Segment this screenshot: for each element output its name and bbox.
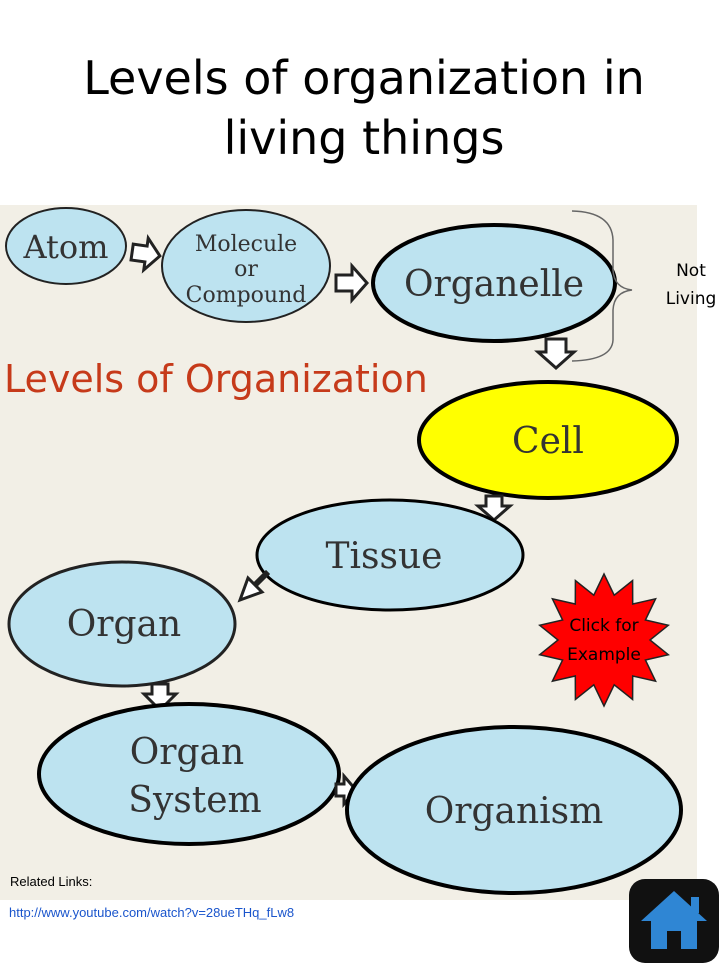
organelle-label: Organelle [404,264,584,305]
atom-node: Atom [5,207,127,285]
tissue-label: Tissue [326,536,443,577]
organism-node: Organism [345,725,683,895]
arrow-cell-to-tissue [474,494,514,522]
molecule-label-line-1: Molecule [195,232,297,257]
home-icon[interactable] [641,891,707,949]
not-living-label-line-1: Not [676,261,706,281]
organ-system-node: Organ System [37,702,341,846]
arrow-molecule-to-organelle [334,262,370,304]
home-button[interactable] [627,877,721,965]
molecule-label-line-3: Compound [186,283,307,308]
organ-node: Organ [7,560,237,688]
burst-label-line-1[interactable]: Click for [569,616,638,636]
molecule-compound-node: Molecule or Compound [161,209,331,323]
cell-node: Cell [417,380,679,500]
arrow-organelle-to-cell [534,337,578,371]
arrow-tissue-to-organ [237,569,271,603]
related-links-label: Related Links: [10,874,93,889]
burst-label-line-2[interactable]: Example [567,645,641,665]
organism-label: Organism [425,791,604,832]
organ-system-label-line-1: Organ [130,732,244,773]
arrow-organ-to-system [140,682,180,713]
tissue-node: Tissue [255,498,525,612]
cell-label: Cell [512,421,584,462]
atom-label: Atom [22,228,108,266]
slide-title-line-2: living things [223,111,505,165]
slide-title: Levels of organization in living things [0,48,728,168]
organelle-node: Organelle [371,223,617,343]
slide-title-line-1: Levels of organization in [83,51,645,105]
not-living-label-line-2: Living [666,289,717,309]
diagram-heading: Levels of Organization [4,357,428,401]
click-for-example-burst[interactable]: Click for Example [538,572,670,708]
arrow-atom-to-molecule [129,233,162,274]
molecule-label-line-2: or [234,257,258,282]
related-link-youtube[interactable]: http://www.youtube.com/watch?v=28ueTHq_f… [9,905,295,920]
organ-label: Organ [67,604,181,645]
burst-shape[interactable] [538,572,670,708]
not-living-bracket [571,210,633,362]
organ-system-label-line-2: System [128,780,261,821]
